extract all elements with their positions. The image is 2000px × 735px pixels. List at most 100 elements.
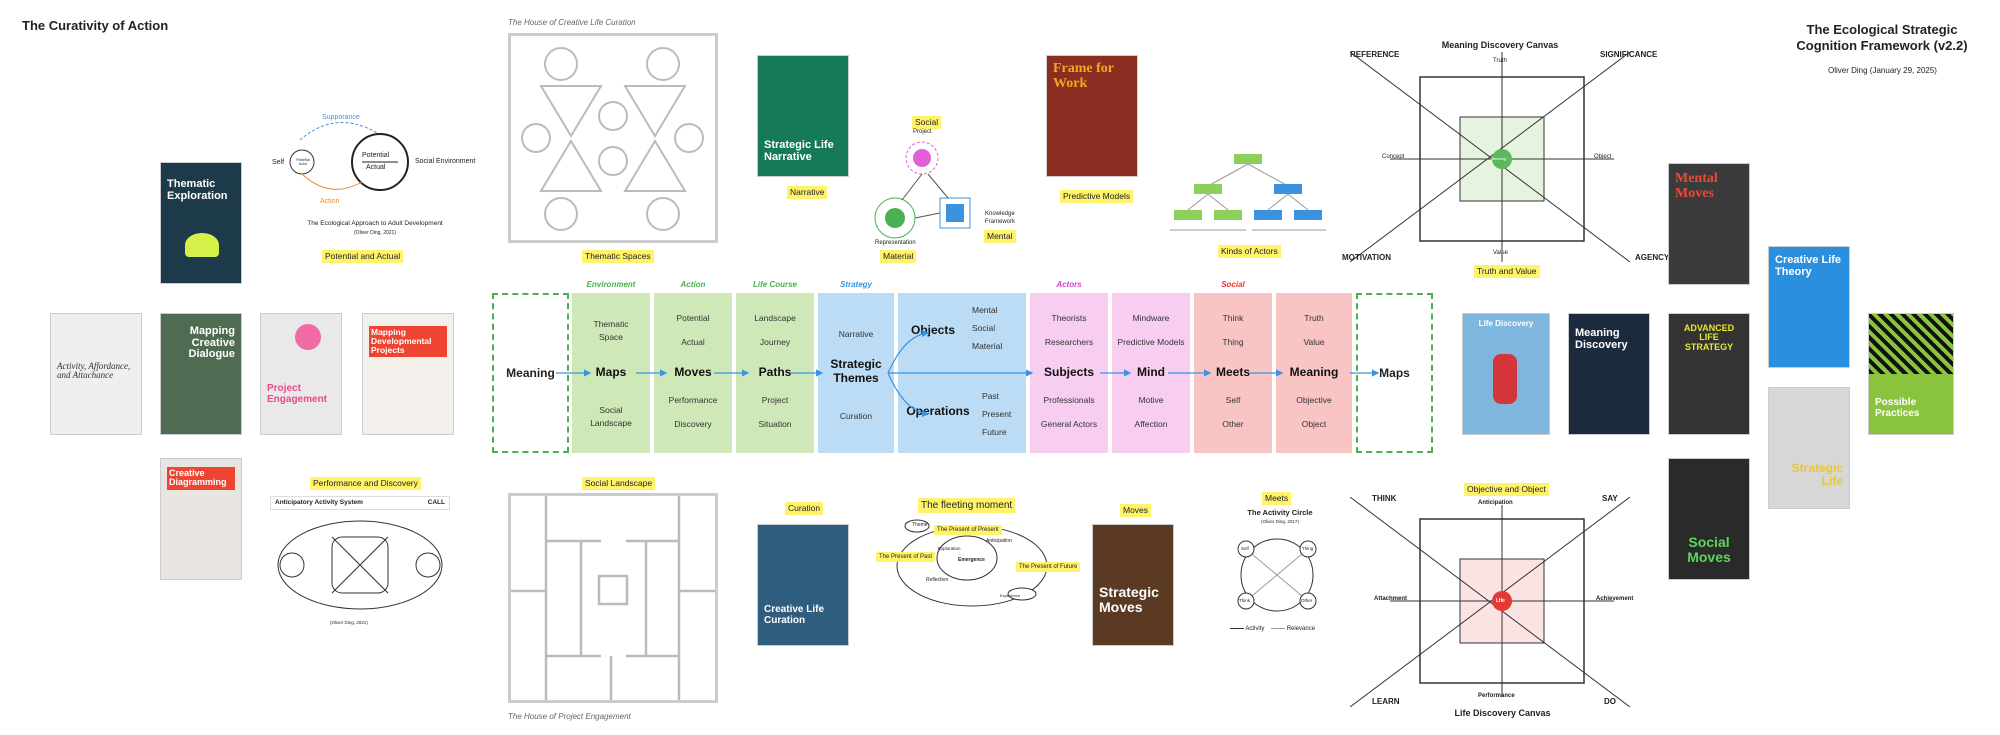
book-title: ADVANCED LIFE STRATEGY [1683,323,1735,352]
potential-actor-label: Potential Actor [296,158,310,166]
lc-say: SAY [1602,494,1618,503]
column-main: Subjects [1043,365,1094,379]
column-main: Mind [1137,365,1165,379]
supporance-arc [299,122,389,141]
column-bottom-item: Performance [668,395,718,405]
fleeting-past: The Present of Past [876,552,936,562]
caption-meets: Meets [1262,492,1292,505]
ecological-approach-diagram: Supporance Self Potential Actor Potentia… [270,110,480,260]
flow-maps-end: Maps [1379,366,1410,380]
caption-predictive-models: Predictive Models [1060,190,1134,203]
mc-motivation: MOTIVATION [1342,253,1392,262]
book-meaning-discovery[interactable]: Meaning Discovery [1568,313,1650,435]
mc-reference: REFERENCE [1350,50,1400,59]
caption-fleeting-moment: The fleeting moment [918,498,1016,513]
activity-circle-svg [1237,538,1317,612]
column-top-item: Material [972,341,1003,351]
column-top-item: Social [972,323,996,333]
caption-curation: Curation [785,502,824,515]
book-mapping-projects[interactable]: Mapping Developmental Projects [362,313,454,435]
lc-center: Life [1496,598,1505,604]
book-title: Creative Life Theory [1775,254,1842,278]
life-canvas-diagram [1349,496,1631,708]
column-top-item: Mental [972,305,998,315]
smm-mental: Mental [984,230,1016,243]
book-frame-work[interactable]: Frame for Work [1046,55,1138,177]
fleeting-emergence: Emergence [958,557,985,563]
book-advanced-strategy[interactable]: ADVANCED LIFE STRATEGY [1668,313,1750,435]
column-bottom-item: Present [982,409,1012,419]
mc-agency: AGENCY [1635,253,1670,262]
lc-attachment: Attachment [1374,596,1408,602]
house-creative-svg [521,47,704,231]
caption-objective-object: Objective and Object [1464,483,1549,496]
book-project-engagement[interactable]: Project Engagement [260,313,342,435]
book-thematic-exploration[interactable]: Thematic Exploration [160,162,242,284]
book-title: Meaning Discovery [1575,327,1628,351]
book-title: Activity, Affordance, and Attachance [57,361,131,381]
lc-performance: Performance [1478,693,1515,699]
book-strategic-life[interactable]: Strategic Life [1768,387,1850,509]
smm-knowledge: Knowledge Framework [985,211,1016,225]
book-strategic-narrative[interactable]: Strategic Life Narrative [757,55,849,177]
column-head: Environment [586,280,636,289]
lc-achievement: Achievement [1596,596,1634,602]
book-creative-diagramming[interactable]: Creative Diagramming [160,458,242,580]
book-creative-curation[interactable]: Creative Life Curation [757,524,849,646]
column-bottom-item: Curation [839,411,873,421]
column-top-item: Researchers [1044,337,1094,347]
self-label: Self [272,159,285,166]
smm-representation: Representation [875,240,916,246]
book-life-discovery[interactable]: Life Discovery [1462,313,1550,435]
book-activity-affordance[interactable]: Activity, Affordance, and Attachance [50,313,142,435]
aas-logo: CALL [427,499,445,506]
caption-truth-value: Truth and Value [1474,265,1540,278]
column-bottom-item: Discovery [674,419,712,429]
book-creative-theory[interactable]: Creative Life Theory [1768,246,1850,368]
column-head: Life Course [752,280,797,289]
mc-significance: SIGNIFICANCE [1600,50,1658,59]
mc-truth: Truth [1493,58,1507,64]
book-strategic-moves[interactable]: Strategic Moves [1092,524,1174,646]
column-top-item: Truth [1304,313,1324,323]
book-title: Project Engagement [267,383,328,405]
aas-credit: (Oliver Ding, 2021) [330,620,368,625]
actors-tree-svg [1170,154,1326,231]
book-possible-practices[interactable]: Possible Practices [1868,313,1954,435]
column-main: Moves [674,365,712,379]
mc-value: Value [1493,250,1508,256]
column-bottom-item: Affection [1134,419,1168,429]
smm-material: Material [880,250,917,263]
smm-diagram [870,140,990,250]
column-top-item: Narrative [838,329,874,339]
column-top-item: Thematic [593,319,629,329]
kinds-of-actors-diagram [1168,150,1328,240]
aas-header: Anticipatory Activity System CALL [270,496,450,510]
book-mapping-dialogue[interactable]: Mapping Creative Dialogue [160,313,242,435]
book-title: Mapping Creative Dialogue [188,325,235,361]
book-title: Thematic Exploration [167,178,228,202]
legend-activity-line [1230,627,1244,629]
ac-legend: Activity Relevance [1230,626,1315,632]
activity-circle-diagram [1232,533,1322,623]
book-title: Social Moves [1687,534,1731,565]
book-social-moves[interactable]: Social Moves [1668,458,1750,580]
column-bottom-item: Situation [758,419,792,429]
book-mental-moves[interactable]: Mental Moves [1668,163,1750,285]
fleeting-future: The Present of Future [1016,562,1081,572]
meaning-canvas-diagram [1349,51,1631,263]
column-bottom-item: Motive [1138,395,1164,405]
activity-circle-credit: (Oliver Ding, 2017) [1261,519,1299,524]
book-title: Creative Life Curation [764,604,825,626]
lc-learn: LEARN [1372,697,1400,706]
house-project-svg [511,496,715,700]
column-top-item: Value [1303,337,1325,347]
column-top-item: Potential [676,313,710,323]
column-top-item: Journey [759,337,791,347]
column-main: Strategic Themes [830,357,882,385]
column-head: Action [680,280,706,289]
column-bottom-item: Objective [1296,395,1332,405]
